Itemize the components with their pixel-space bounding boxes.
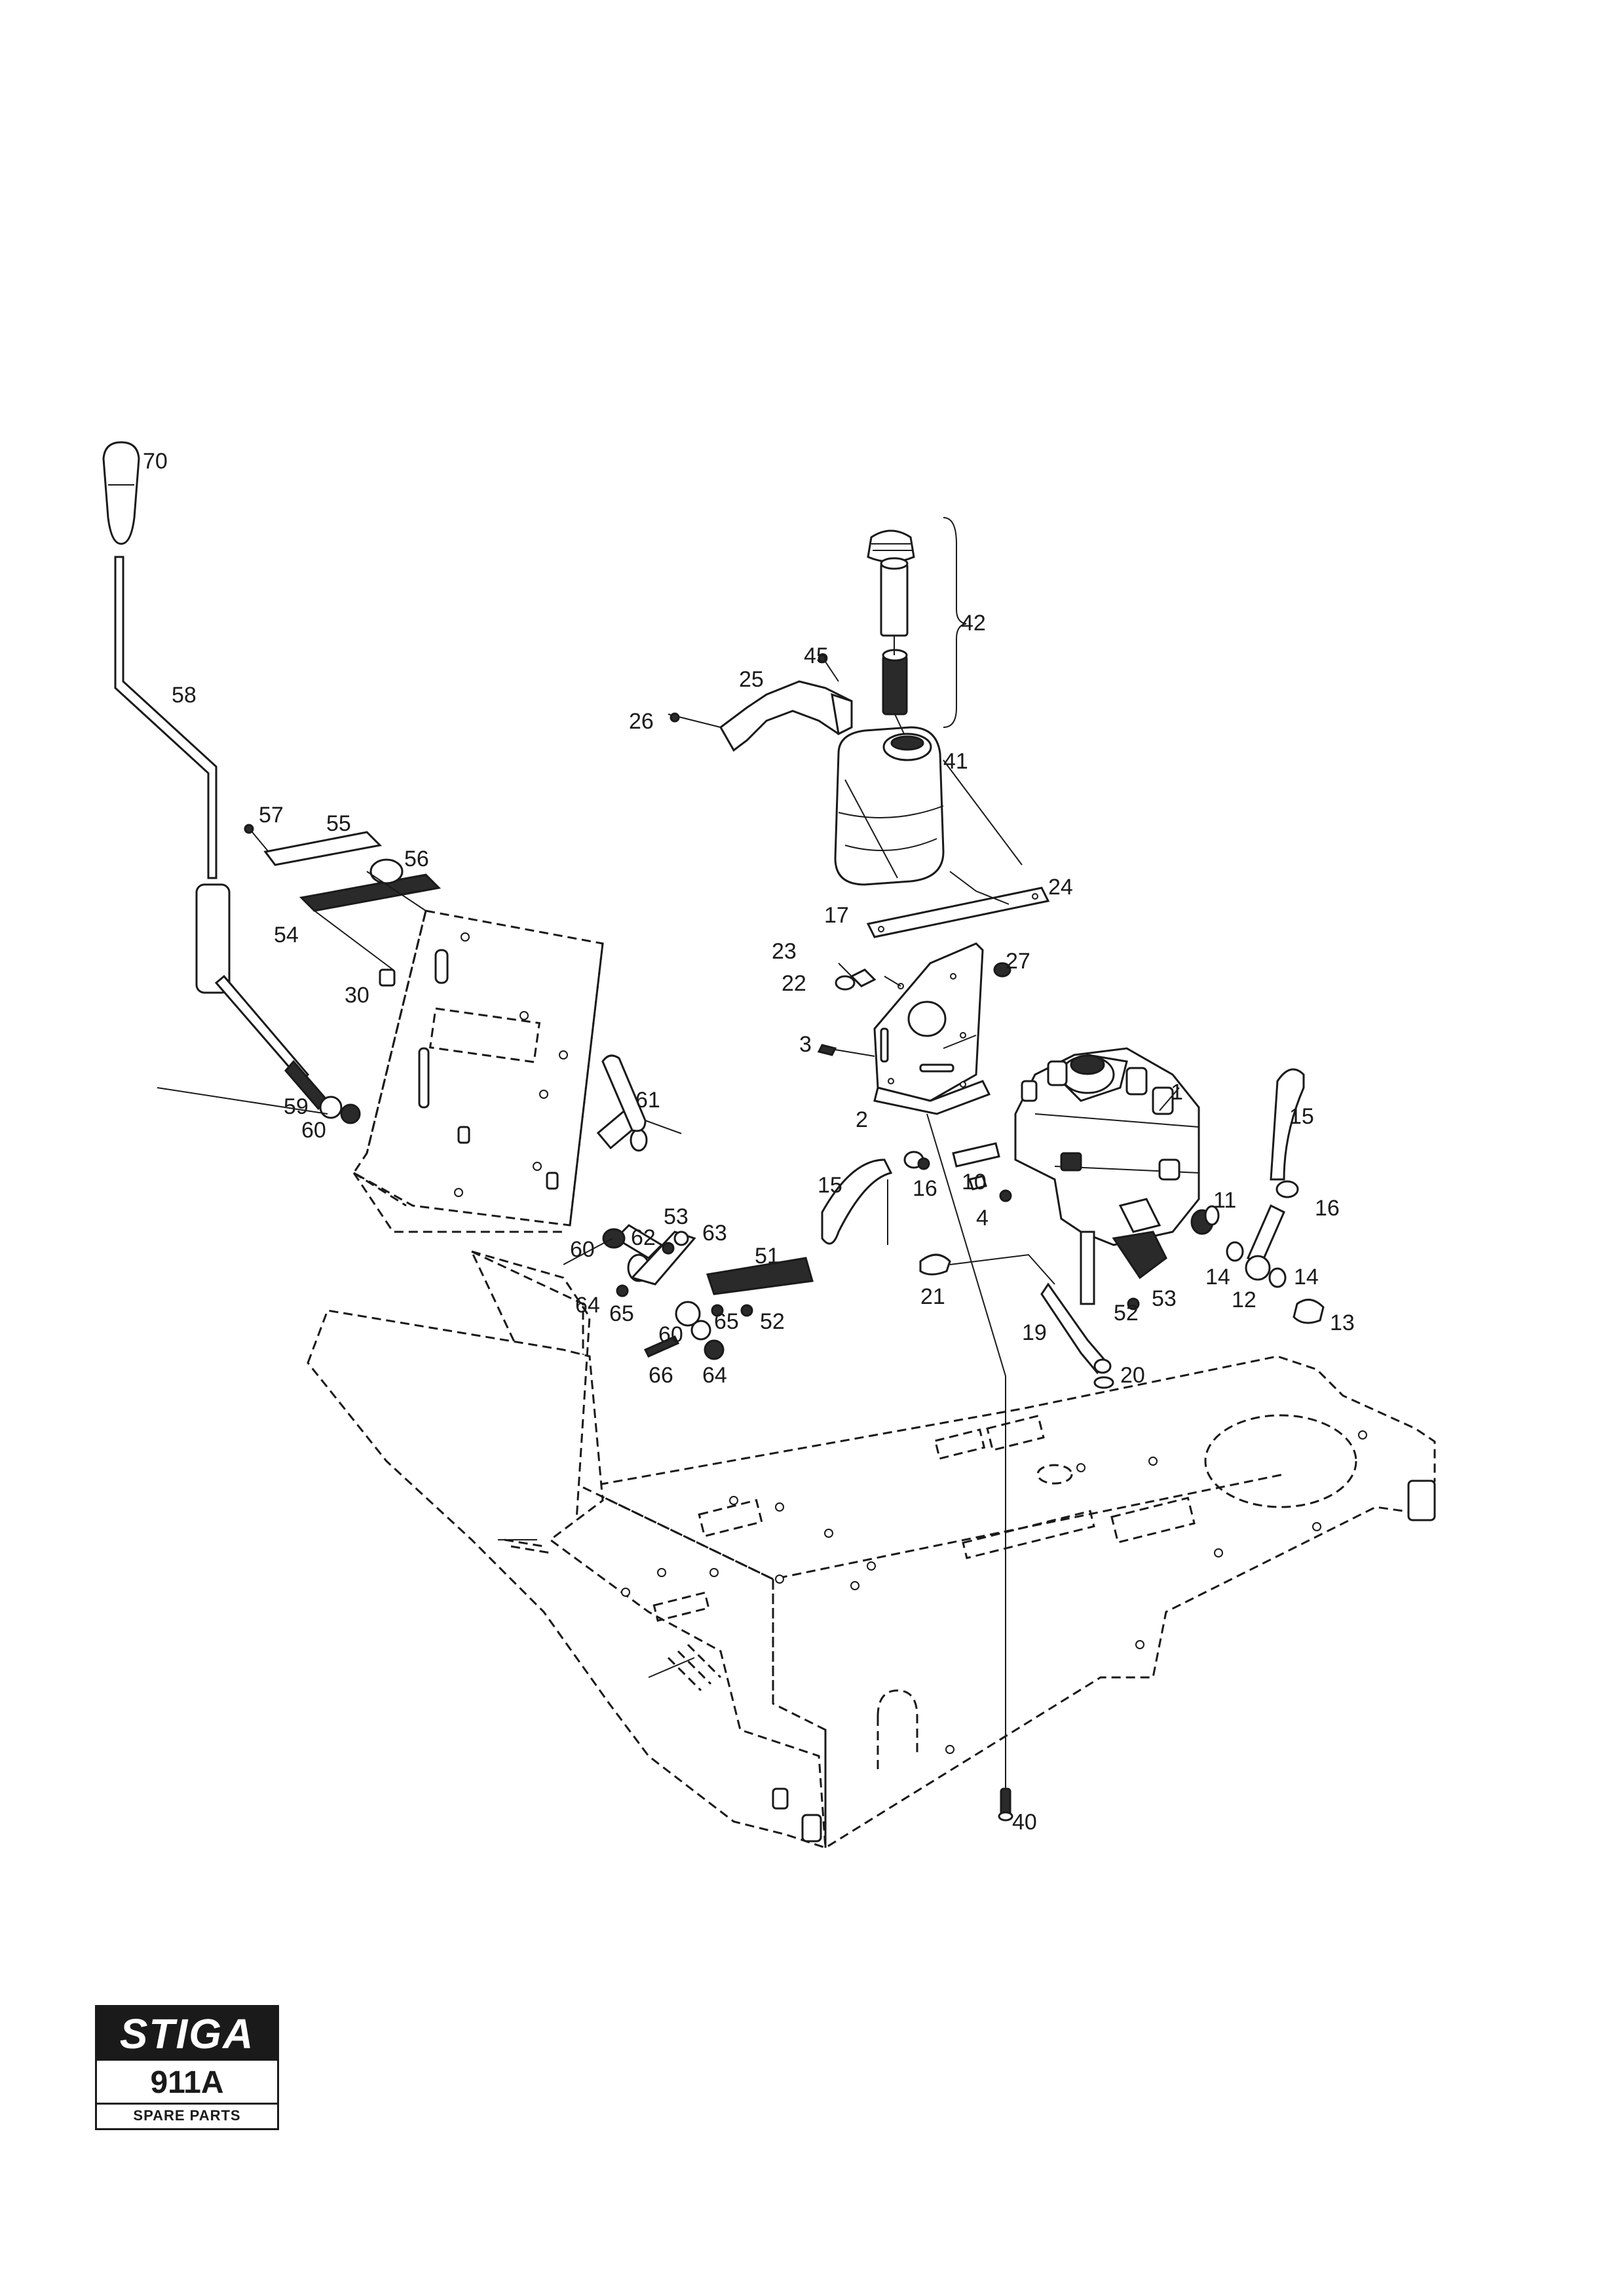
callout-19: 19	[1022, 1320, 1047, 1345]
callout-60b: 60	[570, 1237, 595, 1262]
callout-57: 57	[259, 803, 284, 828]
callout-15b: 15	[818, 1173, 842, 1198]
callout-42: 42	[961, 611, 986, 636]
stiga-logo: STIGA 911A SPARE PARTS	[95, 2005, 279, 2130]
mounting-strap	[866, 887, 1050, 938]
callout-labels: 70 58 57 55 56 54 30 59 60 61 60 62 53 6…	[143, 449, 1355, 1835]
callout-54: 54	[274, 923, 299, 947]
callout-16b: 16	[1315, 1196, 1340, 1221]
bolt	[998, 1787, 1013, 1822]
mounting-plate	[817, 942, 1011, 1115]
callout-58: 58	[172, 683, 197, 708]
brand-name: STIGA	[97, 2007, 277, 2061]
callout-16: 16	[913, 1176, 937, 1201]
callout-14: 14	[1205, 1265, 1230, 1289]
callout-10: 10	[962, 1170, 987, 1194]
hydraulic-fittings	[821, 1068, 1325, 1324]
callout-53: 53	[664, 1204, 689, 1229]
logo-subtitle: SPARE PARTS	[133, 2107, 241, 2124]
callout-40: 40	[1012, 1810, 1037, 1835]
callout-25: 25	[739, 667, 764, 692]
callout-51: 51	[755, 1244, 780, 1269]
callout-60c: 60	[658, 1322, 683, 1347]
shift-bracket	[244, 824, 442, 987]
callout-20: 20	[1120, 1363, 1145, 1388]
shift-lever	[102, 441, 361, 1124]
callout-11: 11	[1213, 1188, 1236, 1213]
callout-61: 61	[635, 1088, 660, 1113]
callout-56: 56	[404, 847, 429, 871]
callout-24: 24	[1048, 875, 1073, 900]
callout-64b: 64	[702, 1363, 727, 1388]
leader-lines	[884, 517, 1180, 1789]
callout-55: 55	[326, 811, 351, 836]
linkage	[563, 1104, 814, 1360]
callout-14b: 14	[1294, 1265, 1319, 1289]
rod	[601, 1054, 682, 1134]
callout-26: 26	[629, 709, 654, 734]
callout-3: 3	[799, 1032, 812, 1057]
callout-2: 2	[856, 1107, 868, 1132]
transmission	[1014, 1047, 1200, 1305]
control-console	[352, 909, 604, 1233]
callout-65: 65	[609, 1301, 634, 1326]
callout-70: 70	[143, 449, 168, 474]
callout-27: 27	[1006, 949, 1030, 974]
tank-strap	[668, 654, 853, 752]
callout-17: 17	[824, 903, 849, 928]
callout-41: 41	[943, 749, 968, 774]
callout-22: 22	[782, 971, 806, 996]
callout-52: 52	[760, 1309, 785, 1334]
callout-13: 13	[1330, 1310, 1355, 1335]
callout-62: 62	[631, 1225, 656, 1250]
callout-63: 63	[702, 1221, 727, 1246]
model-number: 911A	[97, 2063, 277, 2105]
callout-15: 15	[1289, 1104, 1314, 1129]
callout-64: 64	[575, 1293, 600, 1318]
callout-65b: 65	[714, 1309, 739, 1334]
callout-60: 60	[301, 1118, 326, 1143]
callout-53b: 53	[1152, 1286, 1177, 1311]
callout-4: 4	[976, 1206, 989, 1231]
reservoir-tank	[834, 529, 1023, 886]
callout-59: 59	[284, 1094, 309, 1119]
chassis-frame	[307, 1249, 1436, 1850]
control-arm	[919, 1253, 1140, 1389]
callout-66: 66	[649, 1363, 673, 1388]
callout-45: 45	[804, 643, 829, 668]
callout-1: 1	[1171, 1080, 1183, 1105]
callout-12: 12	[1232, 1288, 1256, 1312]
callout-52b: 52	[1114, 1301, 1139, 1326]
callout-21: 21	[920, 1284, 945, 1309]
callout-23: 23	[772, 939, 797, 964]
callout-30: 30	[345, 983, 369, 1008]
